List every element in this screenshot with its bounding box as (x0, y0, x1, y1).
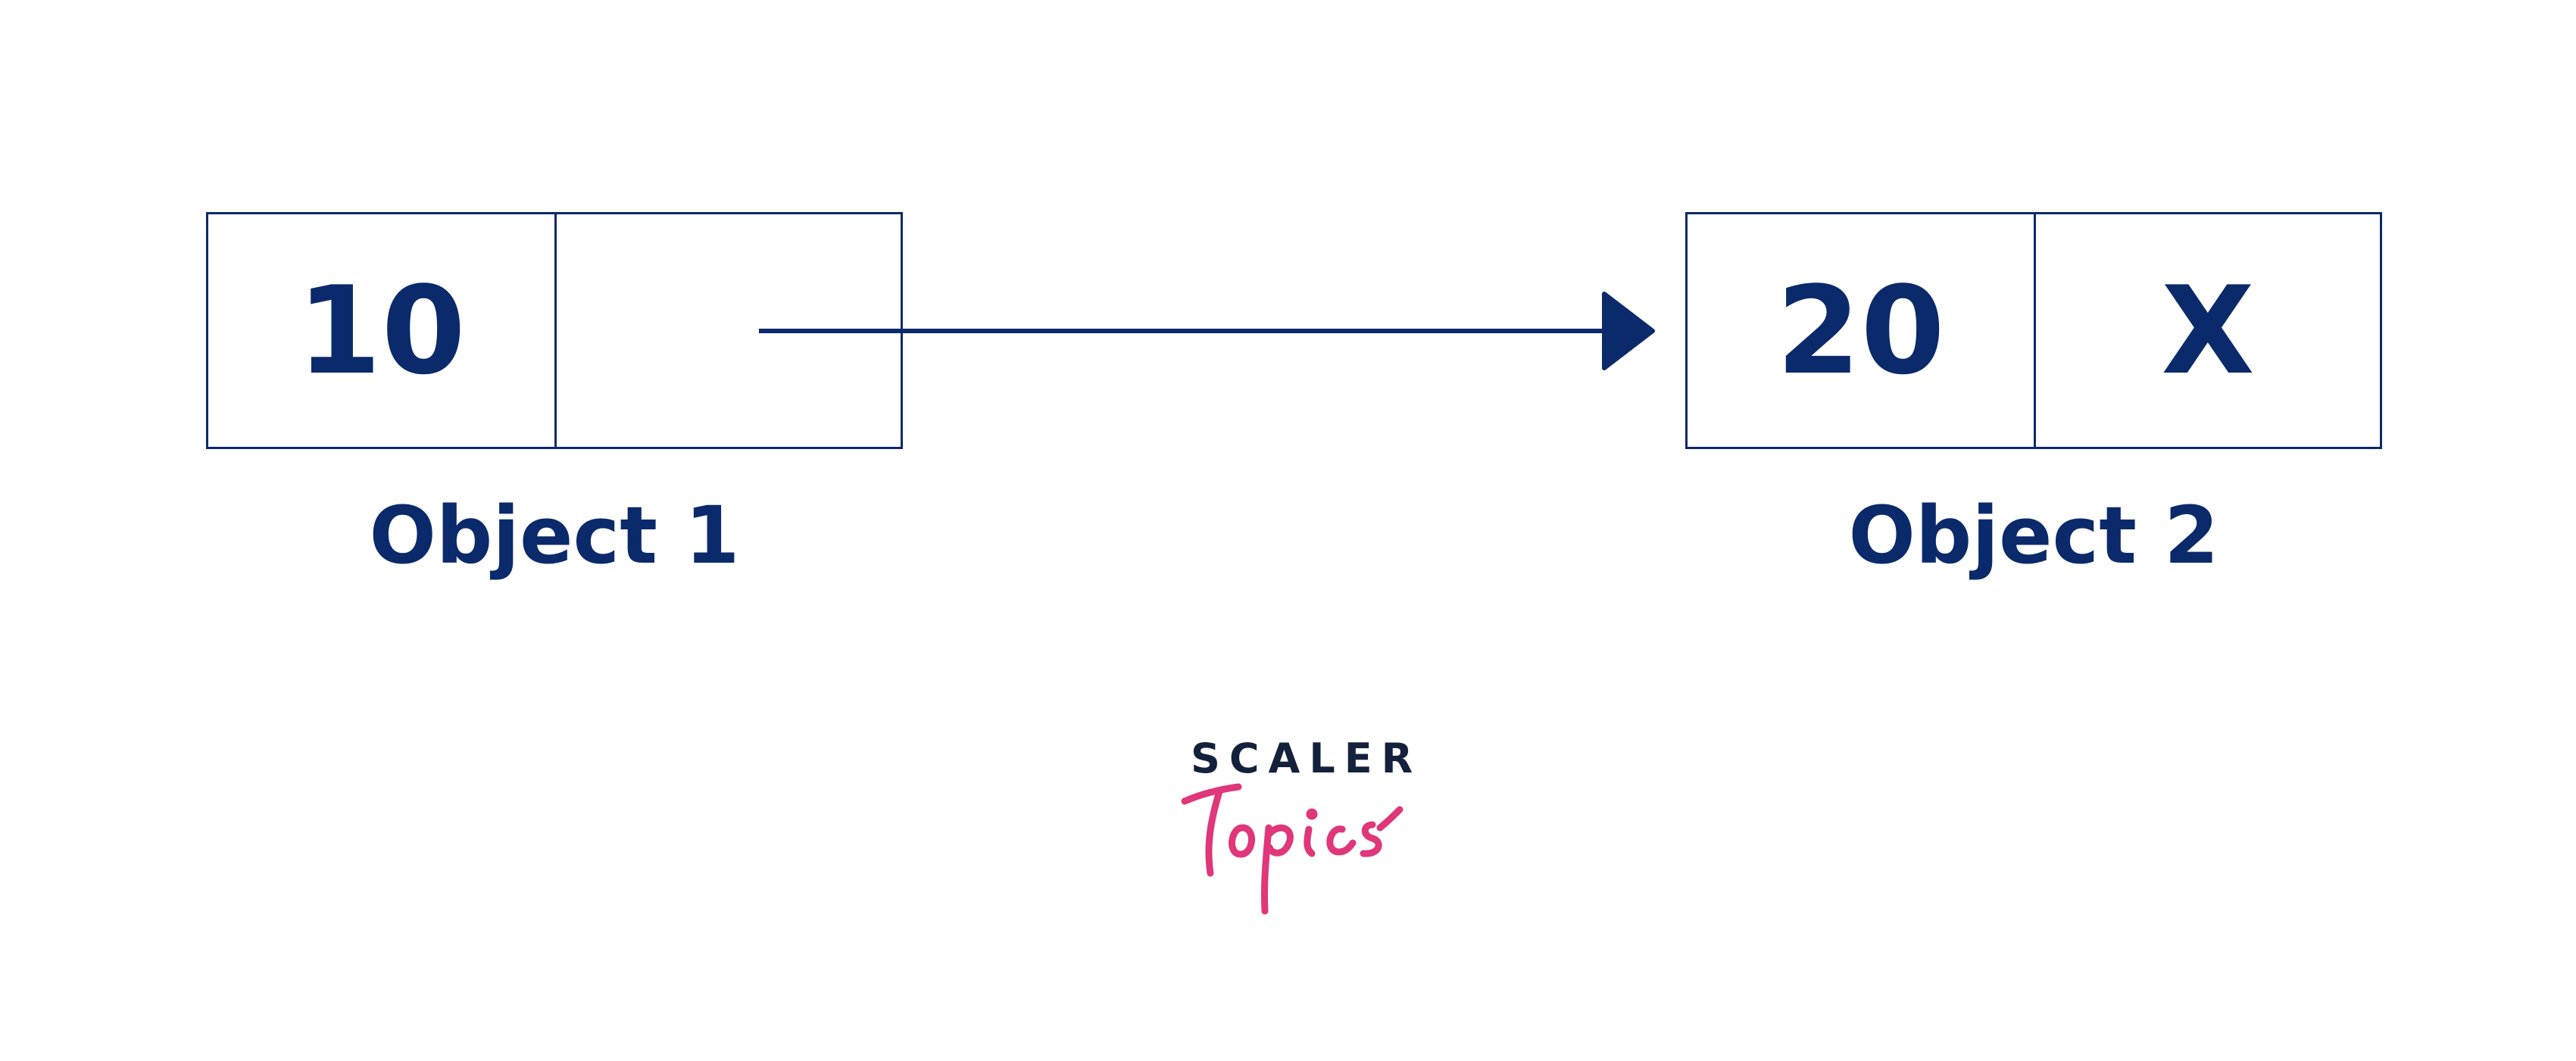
node-2-pointer-cell: X (2034, 214, 2380, 447)
node-2-caption: Object 2 (1848, 489, 2219, 582)
logo-topics-script (1181, 783, 1404, 915)
linked-list-node-2: 20 X (1685, 212, 2382, 449)
node-1-caption: Object 1 (369, 489, 740, 582)
node-1-data-cell: 10 (297, 259, 466, 401)
node-2-data-cell: 20 (1776, 259, 1945, 401)
node-1-pointer-cell (554, 214, 901, 447)
scaler-topics-logo: SCALER (1174, 738, 1416, 935)
arrowhead-icon (1602, 292, 1655, 370)
linked-list-node-1: 10 (206, 212, 903, 449)
logo-scaler-text: SCALER (1191, 735, 1422, 782)
